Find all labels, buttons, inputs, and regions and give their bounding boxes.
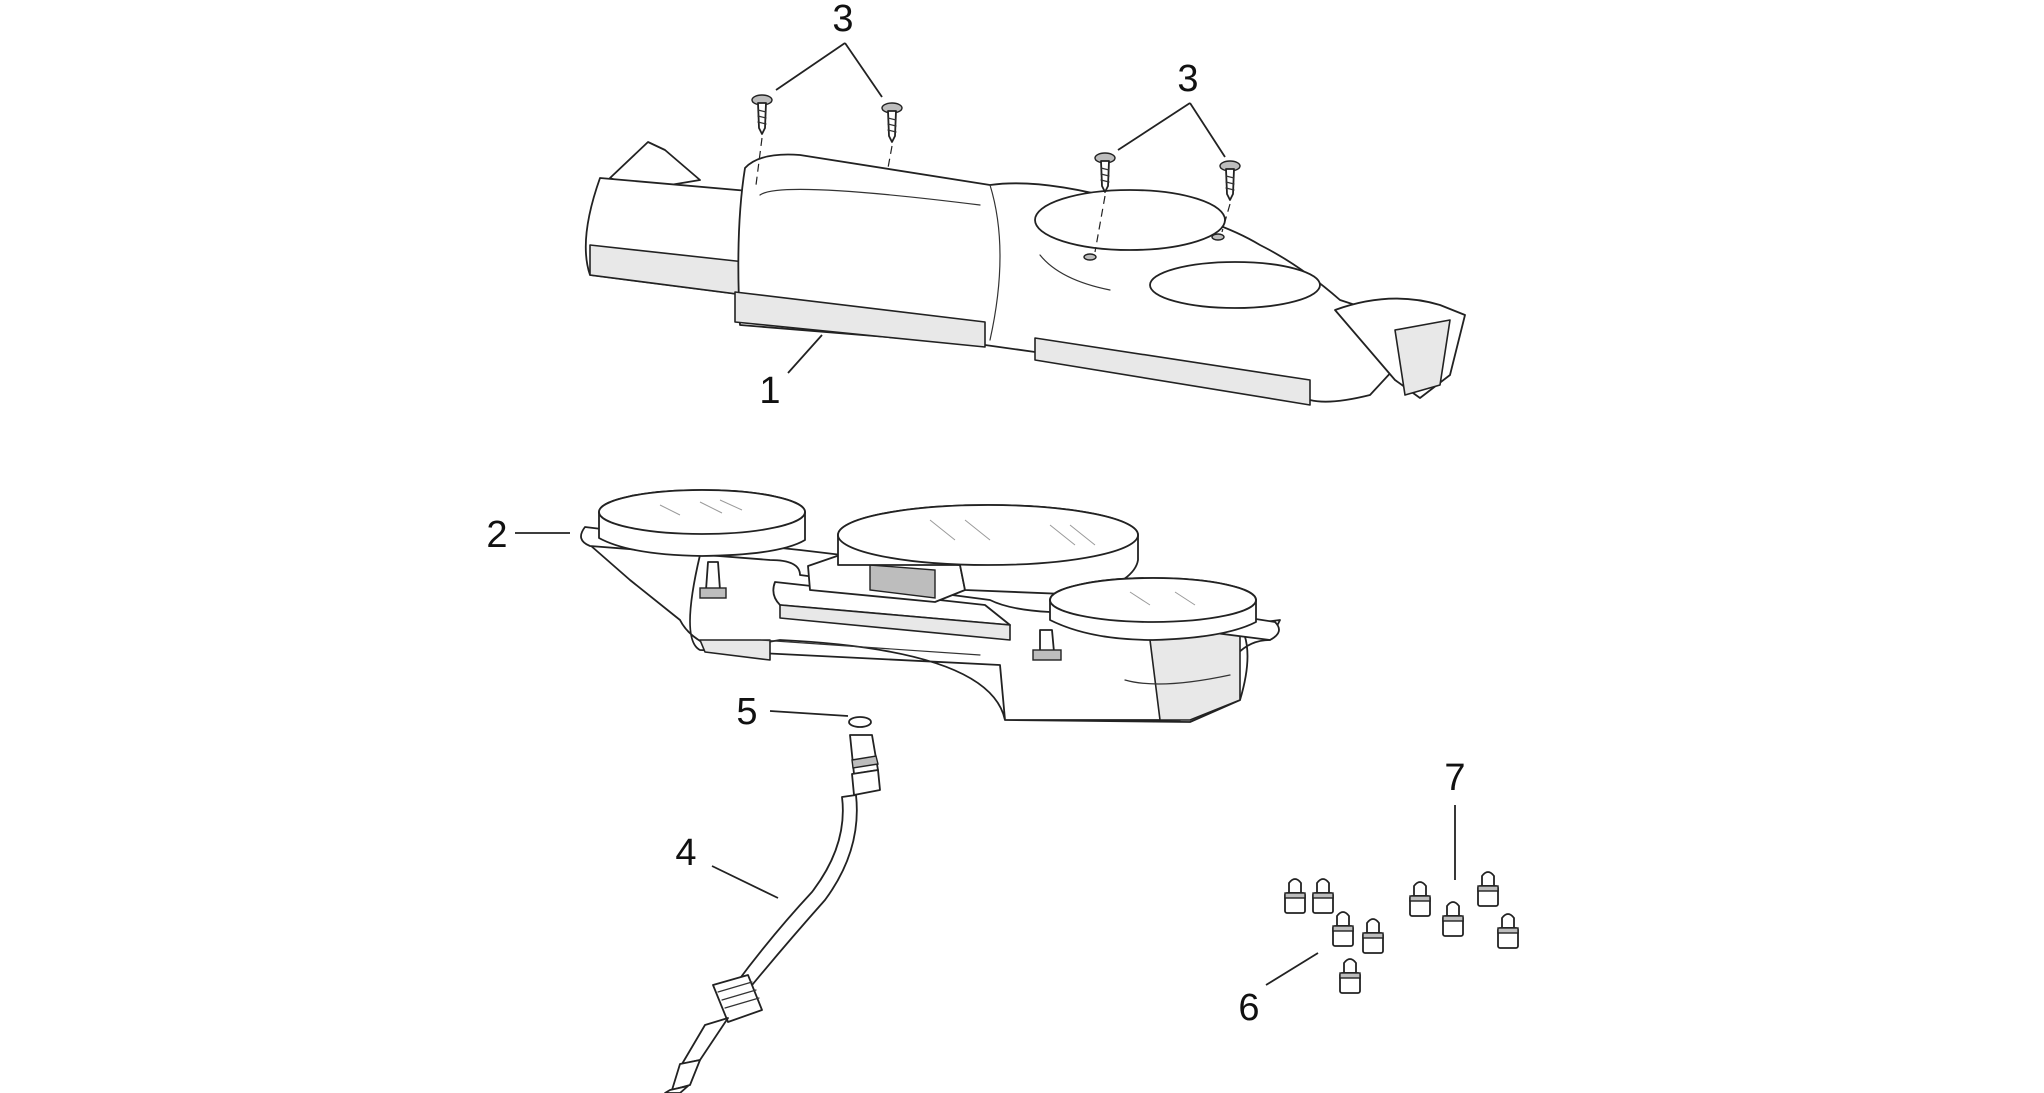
speedometer-cable — [664, 734, 881, 1093]
bulb — [1477, 871, 1499, 907]
bulb — [1312, 878, 1334, 914]
instrument-panel — [580, 489, 1281, 723]
callout-4: 4 — [675, 832, 696, 874]
callout-3-right: 3 — [1177, 58, 1198, 100]
bulb — [1284, 878, 1306, 914]
callout-5: 5 — [736, 691, 757, 733]
instrument-cover — [584, 141, 1466, 406]
bulb — [1339, 958, 1361, 994]
callout-1: 1 — [759, 370, 780, 412]
bulb — [1497, 913, 1519, 949]
callout-2: 2 — [486, 514, 507, 556]
o-ring — [848, 716, 872, 728]
screw — [751, 94, 773, 135]
bulb — [1409, 881, 1431, 917]
screw — [881, 102, 903, 143]
screw — [1094, 152, 1116, 193]
screw-group — [751, 94, 1241, 253]
bulb — [1442, 901, 1464, 937]
callout-7: 7 — [1444, 757, 1465, 799]
leader-lines — [515, 42, 1456, 986]
callout-3-left: 3 — [832, 0, 853, 40]
callout-numbers: 1 2 3 3 4 5 6 7 — [486, 0, 1465, 1029]
bulb — [1332, 911, 1354, 947]
callout-6: 6 — [1238, 987, 1259, 1029]
bulb — [1362, 918, 1384, 954]
bulb-group — [1284, 871, 1519, 994]
screw — [1219, 160, 1241, 201]
